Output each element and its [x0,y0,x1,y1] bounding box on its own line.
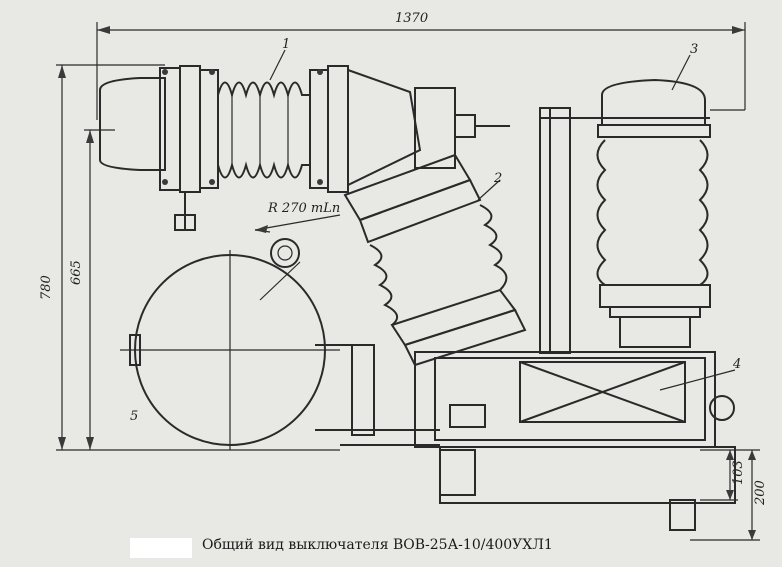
vertical-insulator-3: 3 [539,42,711,354]
callout-2: 2 [493,171,502,186]
dim-1370-label: 1370 [395,11,428,26]
callout-4: 4 [732,357,741,372]
figure-caption: Общий вид выключателя ВОВ-25А-10/400УХЛ1 [202,537,553,553]
dimension-left-heights: 780 665 [39,64,340,451]
dim-103-label: 103 [731,460,746,485]
dim-665-label: 665 [69,260,84,285]
tank-5: 5 [120,238,375,450]
dimension-overall-width: 1370 [96,11,746,120]
dim-radius-label: R 270 mLn [267,201,340,216]
dim-780-label: 780 [39,275,54,300]
horizontal-insulator-1: 1 [99,37,422,231]
callout-1: 1 [282,37,290,52]
dim-200-label: 200 [753,480,768,506]
inclined-insulator-2: 2 [343,153,527,367]
dimension-radius: R 270 mLn [254,201,340,233]
center-connector [414,87,510,169]
drive-housing-4: 4 [340,351,741,531]
callout-5: 5 [130,409,138,424]
caption-label-mask [130,538,192,558]
callout-3: 3 [690,42,698,57]
dimension-right-heights: 103 200 [690,449,768,541]
